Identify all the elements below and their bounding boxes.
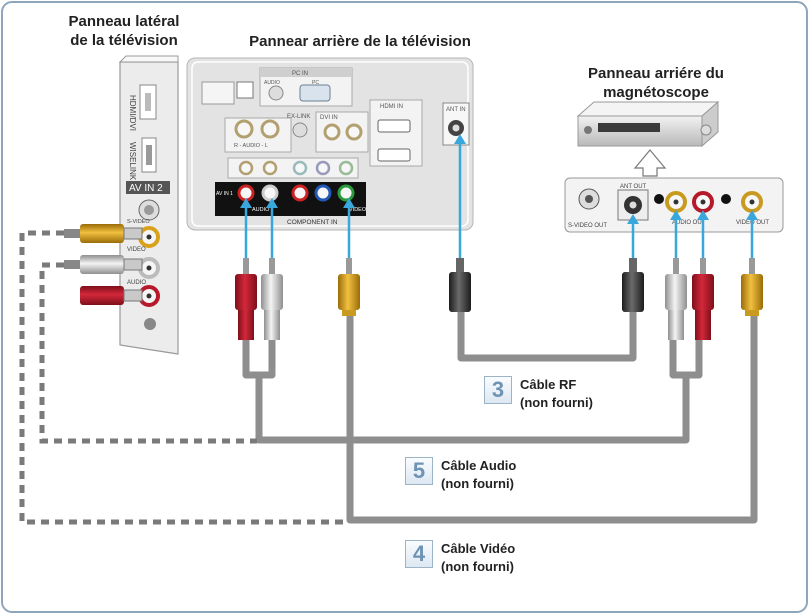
cable-name: Câble Vidéo [441, 541, 516, 556]
cable-text: Câble Vidéo (non fourni) [441, 540, 515, 576]
side-panel-title: Panneau latéral de la télévision [44, 12, 204, 50]
cable-label-rf: 3 Câble RF (non fourni) [484, 376, 593, 412]
cable-text: Câble RF (non fourni) [520, 376, 593, 412]
side-audio-label: AUDIO [127, 280, 146, 286]
rear-ex-link-label: EX-LINK [287, 114, 310, 120]
rear-pc-label: PC [312, 80, 319, 86]
vcr-audio-out-label: AUDIO OUT [672, 220, 706, 226]
rear-video-sub-label: VIDEO [349, 207, 367, 213]
video-cable-line [346, 312, 758, 524]
side-hdmi-label: HDMI/DVI [128, 95, 137, 131]
cable-label-audio: 5 Câble Audio (non fourni) [405, 457, 516, 493]
cable-number-badge: 4 [405, 540, 433, 568]
side-video-label: VIDEO [127, 247, 146, 253]
rear-dvi-in-label: DVI IN [320, 115, 338, 121]
connection-arrows [240, 134, 758, 258]
tv-side-panel [118, 55, 179, 355]
cable-label-video: 4 Câble Vidéo (non fourni) [405, 540, 515, 576]
tv-rear-labels: PC IN AUDIO PC EX-LINK DVI IN HDMI IN AN… [216, 71, 466, 226]
cable-name: Câble RF [520, 377, 577, 392]
side-usb-label: WISELINK [128, 142, 137, 181]
rf-cable-line [457, 312, 637, 362]
vcr-title-line2: magnétoscope [603, 84, 709, 101]
cable-number-badge: 5 [405, 457, 433, 485]
rear-audio-label: AUDIO [264, 80, 280, 86]
rear-ant-in-label: ANT IN [446, 107, 466, 113]
vcr-device [564, 100, 784, 233]
vcr-title: Panneau arriére du magnétoscope [556, 64, 756, 102]
side-av-in-label: AV IN 2 [129, 183, 163, 194]
vcr-svideo-out-label: S-VIDEO OUT [568, 223, 607, 229]
cable-note: (non fourni) [441, 476, 514, 491]
rear-audio-lr-label: R - AUDIO - L [234, 143, 268, 149]
tv-rear-panel [186, 57, 474, 231]
audio-cable-line [255, 375, 690, 444]
side-panel-title-line2: de la télévision [70, 32, 178, 49]
vcr-audio-branch [669, 338, 703, 379]
tv-side-labels: HDMI/DVI WISELINK AV IN 2 S-VIDEO VIDEO … [127, 95, 163, 286]
vcr-pointer-arrow [633, 149, 667, 177]
cable-number-badge: 3 [484, 376, 512, 404]
vcr-title-line1: Panneau arriére du [588, 65, 724, 82]
rear-av-in-1-label: AV IN 1 [216, 191, 233, 197]
rear-component-in-label: COMPONENT IN [287, 219, 338, 226]
cable-note: (non fourni) [520, 395, 593, 410]
cable-lines [242, 312, 758, 524]
cable-text: Câble Audio (non fourni) [441, 457, 516, 493]
vcr-ant-out-label: ANT OUT [620, 184, 647, 190]
rear-hdmi-in-label: HDMI IN [380, 104, 403, 110]
side-svideo-label: S-VIDEO [127, 219, 150, 225]
cable-note: (non fourni) [441, 559, 514, 574]
rear-pc-in-label: PC IN [292, 71, 308, 77]
side-plugs [64, 224, 143, 305]
rear-tv-title: Pannear arrière de la télévision [249, 33, 471, 50]
alternate-dashed-paths [19, 230, 348, 525]
dashed-video-path [19, 230, 348, 525]
side-panel-title-line1: Panneau latéral [68, 13, 180, 30]
tv-rear-plugs [235, 258, 471, 340]
rear-audio-sub-label: AUDIO [252, 207, 270, 213]
cable-name: Câble Audio [441, 458, 517, 473]
vcr-plugs [622, 258, 763, 340]
